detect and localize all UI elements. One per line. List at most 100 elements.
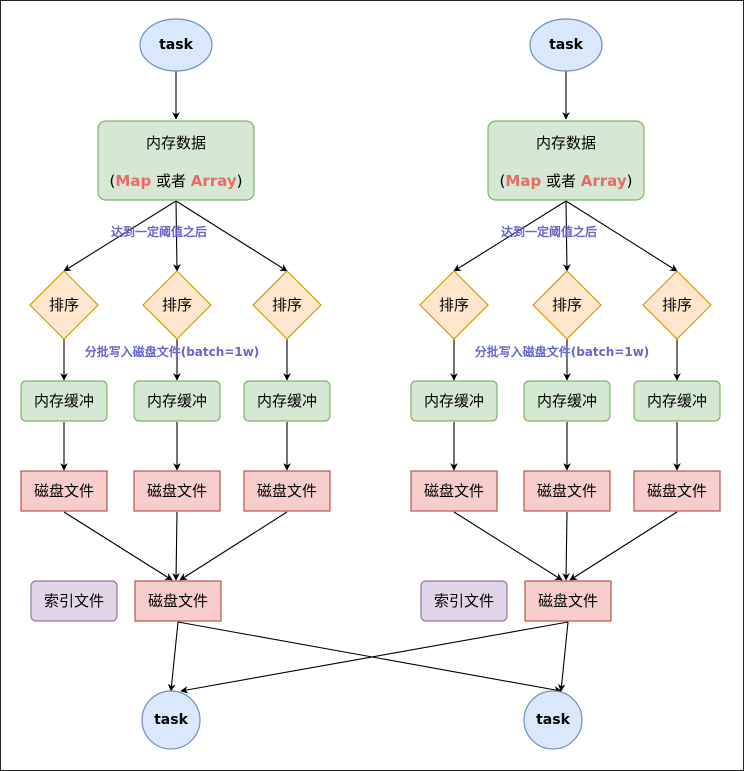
right-branch-3-edge-memory-to-sort	[565, 200, 678, 272]
left-branch-1-sort-shape	[29, 270, 99, 340]
right-task-source-shape	[529, 18, 603, 72]
left-branch-1-sort-label: 排序	[49, 296, 79, 314]
right-task-target-shape	[523, 690, 583, 750]
right-branch-2-memory-buffer-label: 内存缓冲	[537, 392, 597, 410]
right-branch-3-disk-file-label: 磁盘文件	[647, 482, 707, 500]
right-branch-1-memory-buffer: 内存缓冲	[410, 380, 498, 422]
left-index-file-label: 索引文件	[44, 592, 104, 610]
left-branch-2-memory-buffer-shape	[133, 380, 221, 422]
left-branch-3-sort-shape	[252, 270, 322, 340]
right-branch-3-sort-label: 排序	[662, 296, 692, 314]
left-branch-3-disk-file: 磁盘文件	[243, 470, 331, 512]
right-edge-label-threshold: 达到一定阈值之后	[501, 224, 597, 239]
right-branch-3-memory-buffer: 内存缓冲	[633, 380, 721, 422]
left-memory-data-subtitle-part-3: Array	[191, 172, 237, 190]
left-task-source-label: task	[159, 37, 193, 53]
right-branch-1-disk-file-shape	[410, 470, 498, 512]
right-branch-3-sort-shape	[642, 270, 712, 340]
left-memory-data-subtitle: (Map 或者 Array)	[110, 172, 243, 190]
right-branch-2-disk-file: 磁盘文件	[523, 470, 611, 512]
right-branch-3-memory-buffer-shape	[633, 380, 721, 422]
right-branch-1-disk-file-label: 磁盘文件	[424, 482, 484, 500]
left-branch-3-disk-file-label: 磁盘文件	[257, 482, 317, 500]
left-branch-1-memory-buffer-shape	[20, 380, 108, 422]
left-edge-label-batch-write: 分批写入磁盘文件(batch=1w)	[85, 344, 260, 359]
edge-right-merged-to-left-target	[180, 621, 569, 694]
right-merged-disk-file-shape	[524, 580, 612, 622]
right-task-target: task	[523, 690, 583, 750]
right-memory-data-subtitle-part-1: Map	[505, 172, 541, 190]
left-branch-3-memory-buffer-label: 内存缓冲	[257, 392, 317, 410]
left-memory-data-subtitle-part-2: 或者	[151, 172, 191, 190]
right-branch-2-edge-disk-to-merged	[562, 511, 570, 581]
right-branch-3-edge-disk-to-merged	[569, 511, 678, 581]
left-merged-disk-file: 磁盘文件	[134, 580, 222, 622]
left-branch-2-sort-shape	[142, 270, 212, 340]
left-merged-disk-file-label: 磁盘文件	[148, 592, 208, 610]
right-branch-2-disk-file-shape	[523, 470, 611, 512]
right-memory-data-shape	[487, 120, 645, 201]
left-memory-data-subtitle-part-0: (	[110, 172, 116, 190]
right-branch-2-memory-buffer-shape	[523, 380, 611, 422]
left-memory-data-subtitle-part-4: )	[237, 172, 243, 190]
right-branch-2-disk-file-label: 磁盘文件	[537, 482, 597, 500]
left-branch-2-disk-file-shape	[133, 470, 221, 512]
left-branch-2-disk-file: 磁盘文件	[133, 470, 221, 512]
left-branch-2-memory-buffer: 内存缓冲	[133, 380, 221, 422]
right-branch-1-sort-shape	[419, 270, 489, 340]
right-branch-2-sort: 排序	[532, 270, 602, 340]
left-memory-data-title: 内存数据	[146, 134, 206, 152]
left-branch-1-edge-memory-to-sort	[63, 200, 177, 272]
edges	[60, 71, 681, 694]
left-task-target-label: task	[154, 712, 188, 728]
right-memory-data-subtitle-part-2: 或者	[541, 172, 581, 190]
right-branch-3-memory-buffer-label: 内存缓冲	[647, 392, 707, 410]
left-task-target-shape	[141, 690, 201, 750]
right-task-source-label: task	[549, 37, 583, 53]
left-memory-data-subtitle-part-1: Map	[115, 172, 151, 190]
left-branch-1-disk-file: 磁盘文件	[20, 470, 108, 512]
left-branch-2-edge-disk-to-merged	[172, 511, 180, 581]
left-branch-1-memory-buffer-label: 内存缓冲	[34, 392, 94, 410]
right-index-file-label: 索引文件	[434, 592, 494, 610]
left-merged-disk-file-shape	[134, 580, 222, 622]
right-memory-data-subtitle-part-0: (	[500, 172, 506, 190]
right-merged-disk-file-label: 磁盘文件	[538, 592, 598, 610]
left-memory-data-shape	[97, 120, 255, 201]
right-branch-1-edge-memory-to-sort	[453, 200, 567, 272]
left-branch-1-disk-file-shape	[20, 470, 108, 512]
right-branch-3-disk-file: 磁盘文件	[633, 470, 721, 512]
right-memory-data-title: 内存数据	[536, 134, 596, 152]
right-branch-1-sort-label: 排序	[439, 296, 469, 314]
left-branch-2-sort-label: 排序	[162, 296, 192, 314]
right-branch-2-memory-buffer: 内存缓冲	[523, 380, 611, 422]
left-branch-1-edge-disk-to-merged	[63, 511, 173, 581]
right-branch-3-sort: 排序	[642, 270, 712, 340]
right-branch-2-sort-shape	[532, 270, 602, 340]
right-branch-1-memory-buffer-label: 内存缓冲	[424, 392, 484, 410]
left-branch-3-memory-buffer-shape	[243, 380, 331, 422]
left-task-target: task	[141, 690, 201, 750]
left-branch-3-edge-disk-to-merged	[179, 511, 288, 581]
right-merged-disk-file: 磁盘文件	[524, 580, 612, 622]
right-memory-data: 内存数据 (Map 或者 Array)	[487, 120, 645, 201]
right-memory-data-subtitle: (Map 或者 Array)	[500, 172, 633, 190]
right-edge-label-batch-write: 分批写入磁盘文件(batch=1w)	[475, 344, 650, 359]
left-memory-data: 内存数据 (Map 或者 Array)	[97, 120, 255, 201]
edge-left-merged-to-left-target	[167, 621, 179, 692]
left-task-source-shape	[139, 18, 213, 72]
left-branch-3-sort: 排序	[252, 270, 322, 340]
right-branch-1-edge-disk-to-merged	[453, 511, 563, 581]
right-branch-1-memory-buffer-shape	[410, 380, 498, 422]
edge-left-merged-to-right-target	[177, 621, 562, 694]
left-branch-2-memory-buffer-label: 内存缓冲	[147, 392, 207, 410]
left-branch-2-edge-memory-to-sort	[173, 200, 181, 272]
left-branch-3-memory-buffer: 内存缓冲	[243, 380, 331, 422]
right-index-file-shape	[420, 580, 508, 622]
left-branch-3-sort-label: 排序	[272, 296, 302, 314]
left-index-file-shape	[30, 580, 118, 622]
left-index-file: 索引文件	[30, 580, 118, 622]
